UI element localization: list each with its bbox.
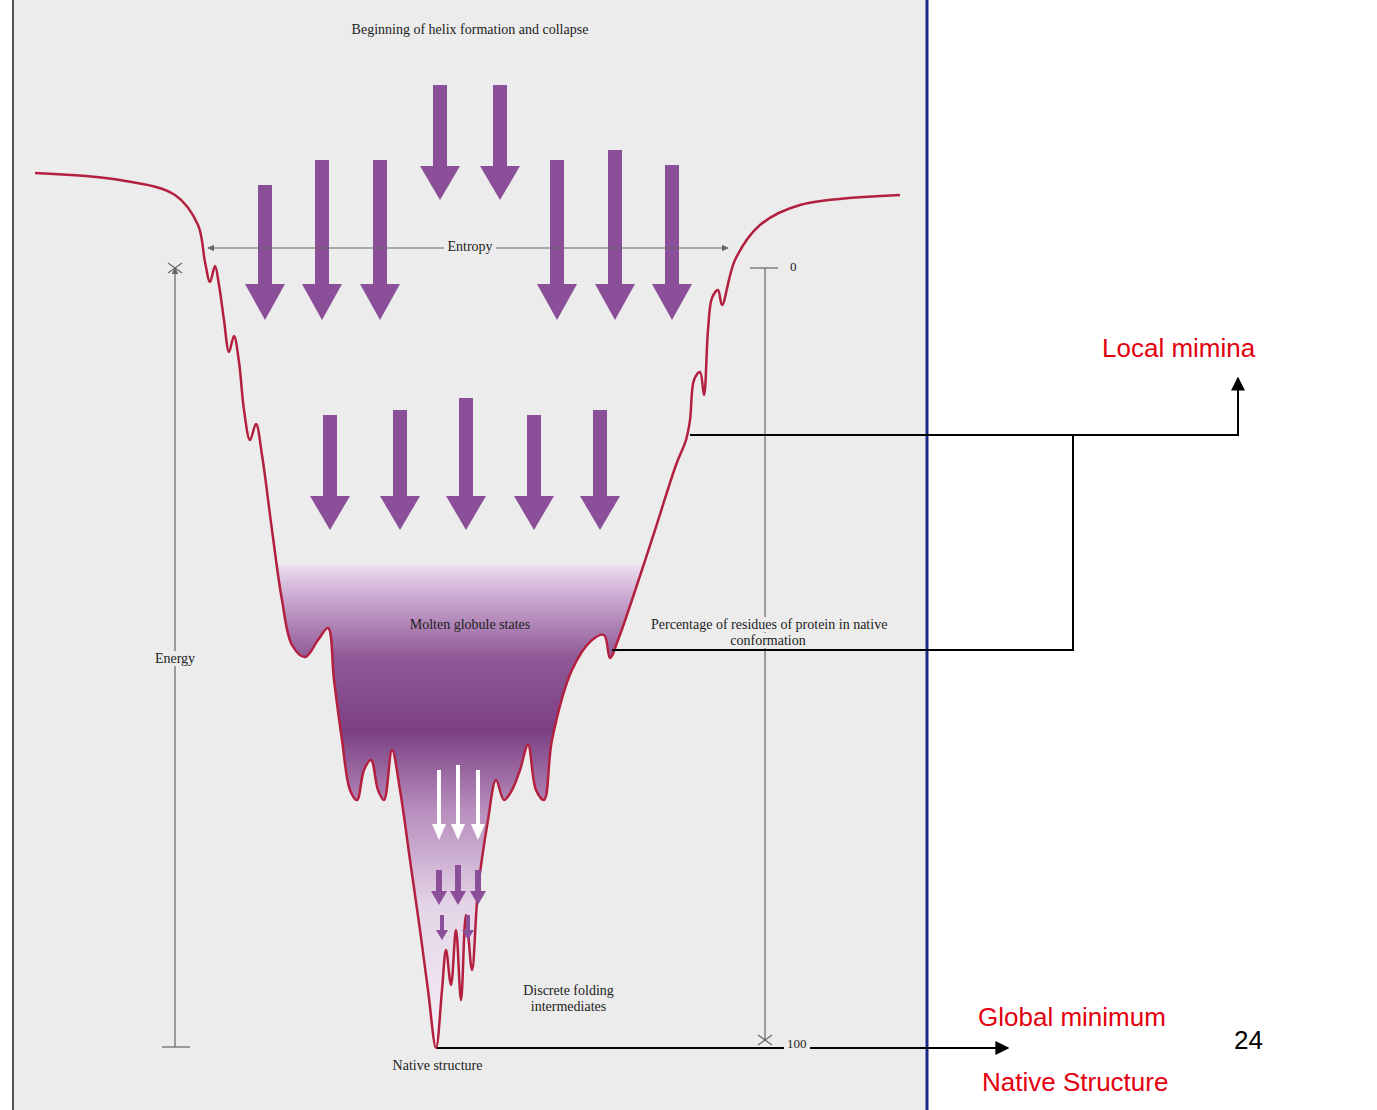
flow-arrow <box>595 150 635 320</box>
flow-arrow <box>380 410 420 530</box>
callout-label: Global minimum <box>978 1003 1278 1033</box>
flow-arrow <box>652 165 692 320</box>
flow-arrow <box>245 185 285 320</box>
flow-arrow <box>514 415 554 530</box>
axis-tick <box>168 263 182 273</box>
axis-label: Entropy <box>425 239 515 255</box>
panel-ground <box>12 0 926 1110</box>
flow-arrow <box>431 870 447 905</box>
callout-label: Local mimina <box>1102 334 1362 364</box>
state-label: Native structure <box>390 1058 485 1074</box>
flow-arrow <box>480 85 520 200</box>
state-label: Molten globule states <box>395 617 545 633</box>
flow-arrow <box>580 410 620 530</box>
funnel-fill <box>35 565 900 1048</box>
axis-tick <box>750 267 778 268</box>
leader-line <box>690 378 1238 435</box>
diagram-title: Beginning of helix formation and collaps… <box>220 22 720 38</box>
flow-arrow <box>451 765 465 840</box>
flow-arrow <box>310 415 350 530</box>
flow-arrow <box>446 398 486 530</box>
leader-line <box>612 435 1073 650</box>
flow-arrow <box>436 915 448 940</box>
panel-border <box>926 0 929 1110</box>
text-patch: 0 <box>787 259 800 274</box>
callout-label: Native Structure <box>982 1068 1282 1098</box>
axis-tick <box>758 1035 772 1045</box>
flow-arrow <box>302 160 342 320</box>
axis-label: Energy <box>140 651 210 667</box>
text-patch: Percentage of residues of protein in nat… <box>648 617 890 648</box>
axis-tick <box>162 1046 190 1047</box>
axis-tick <box>758 1035 772 1045</box>
flow-arrow <box>420 85 460 200</box>
flow-arrow <box>432 770 446 840</box>
text-patch: 100 <box>784 1036 810 1051</box>
flow-arrow <box>470 870 486 905</box>
page-number: 24 <box>1234 1026 1284 1056</box>
axis-label: Percentage of residues of protein in nat… <box>648 617 888 649</box>
leader-line <box>437 1047 1008 1049</box>
text-patch: Energy <box>152 651 198 666</box>
axis-value: 0 <box>787 260 807 275</box>
axis-value: 100 <box>784 1037 818 1052</box>
percentage-axis <box>764 268 765 1040</box>
text-patch: Entropy <box>444 239 495 254</box>
state-label: Discrete folding intermediates <box>486 983 651 1015</box>
funnel-curve <box>35 173 900 1048</box>
flow-arrow <box>462 915 474 940</box>
axis-tick <box>168 263 182 273</box>
flow-arrow <box>360 160 400 320</box>
flow-arrow <box>537 160 577 320</box>
flow-arrow <box>471 770 485 840</box>
panel-border <box>12 0 14 1110</box>
flow-arrow <box>450 865 466 905</box>
